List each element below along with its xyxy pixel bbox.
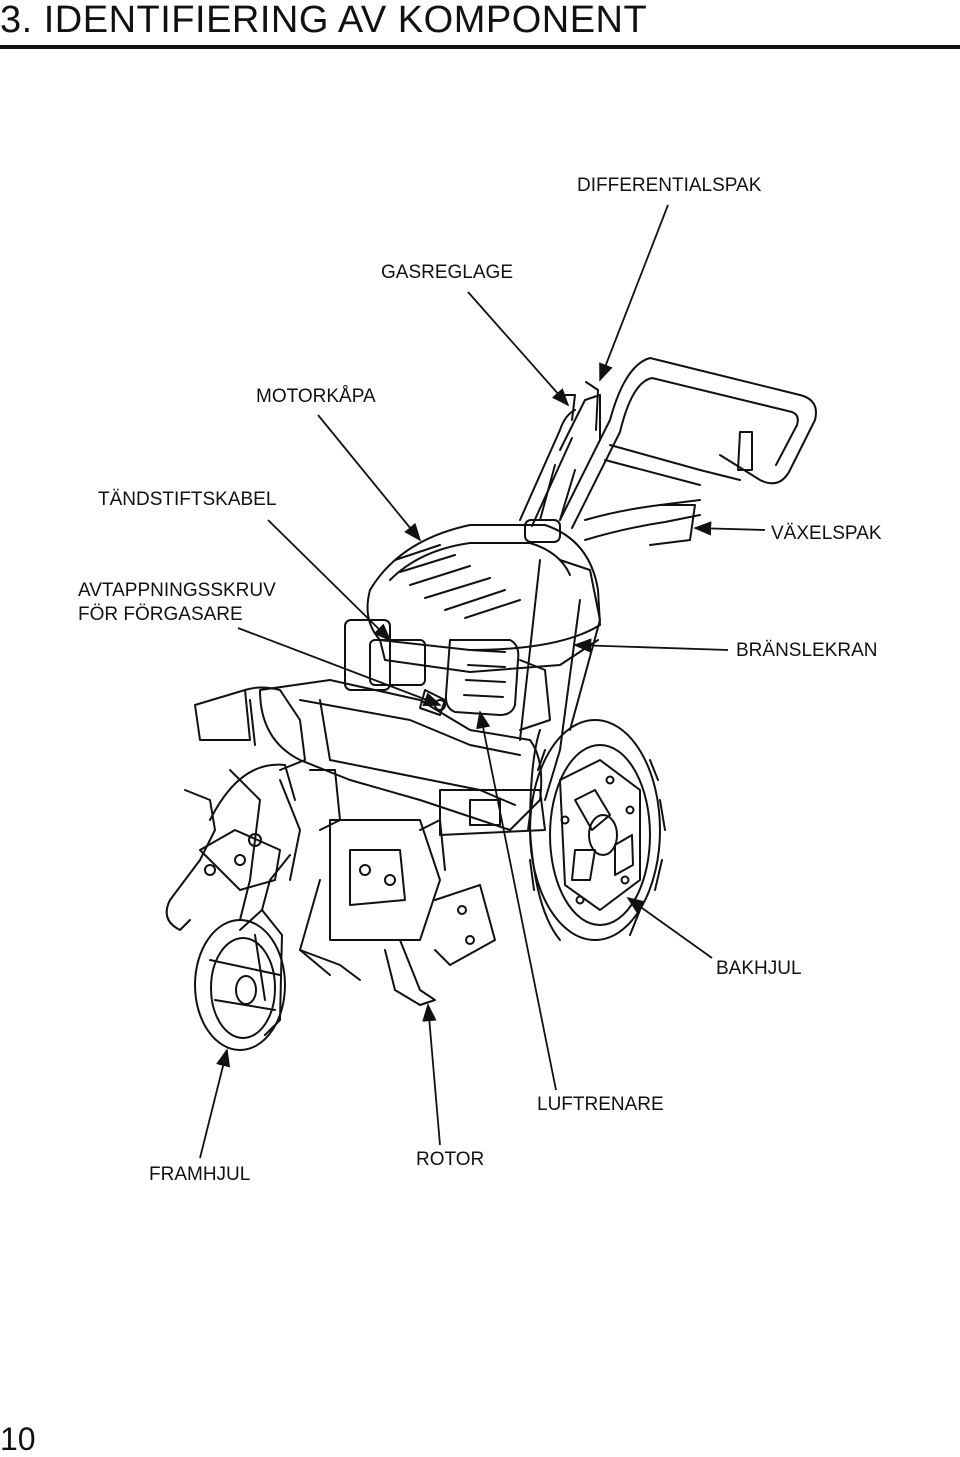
label-framhjul: FRAMHJUL: [149, 1164, 251, 1185]
page-title: 3. IDENTIFIERING AV KOMPONENT: [0, 0, 648, 41]
tiller-drawing: [165, 357, 817, 1051]
label-luftrenare: LUFTRENARE: [537, 1094, 664, 1115]
title-rule: [0, 45, 960, 49]
label-bakhjul: BAKHJUL: [716, 958, 802, 979]
leader-framhjul: [199, 1048, 231, 1159]
leader-branslekran: [573, 638, 729, 653]
rotor-center: [299, 819, 496, 1006]
leader-luftrenare: [476, 710, 557, 1091]
engine-skirt: [194, 679, 543, 831]
leader-differentialspak: [599, 204, 669, 382]
label-branslekran: BRÄNSLEKRAN: [736, 640, 878, 661]
label-avtappningsskruv-line1: AVTAPPNINGSSKRUV: [78, 580, 276, 601]
axle-housing: [439, 789, 546, 836]
page-number: 10: [0, 1421, 36, 1457]
leader-tandstiftskabel: [267, 519, 392, 642]
leader-motorkapa: [317, 414, 422, 542]
label-avtappningsskruv: AVTAPPNINGSSKRUV FÖR FÖRGASARE: [78, 579, 276, 627]
leader-bakhjul: [626, 896, 713, 959]
label-differentialspak: DIFFERENTIALSPAK: [577, 175, 762, 196]
rear-wheel: [527, 719, 666, 941]
leader-rotor: [422, 1003, 441, 1146]
label-motorkapa: MOTORKÅPA: [256, 386, 376, 407]
label-vaxelspak: VÄXELSPAK: [771, 523, 882, 544]
label-gasreglage: GASREGLAGE: [381, 262, 513, 283]
engine-cover: [366, 519, 601, 673]
rotor-left: [165, 763, 341, 931]
frame-column: [519, 559, 601, 801]
callout-lines: [199, 204, 766, 1159]
label-tandstiftskabel: TÄNDSTIFTSKABEL: [98, 489, 277, 510]
label-rotor: ROTOR: [416, 1149, 485, 1170]
label-avtappningsskruv-line2: FÖR FÖRGASARE: [78, 604, 243, 625]
handlebar: [519, 357, 817, 546]
front-wheel: [194, 854, 291, 1051]
leader-gasreglage: [467, 291, 570, 407]
leader-vaxelspak: [693, 521, 766, 536]
leader-avtappning: [237, 627, 442, 706]
